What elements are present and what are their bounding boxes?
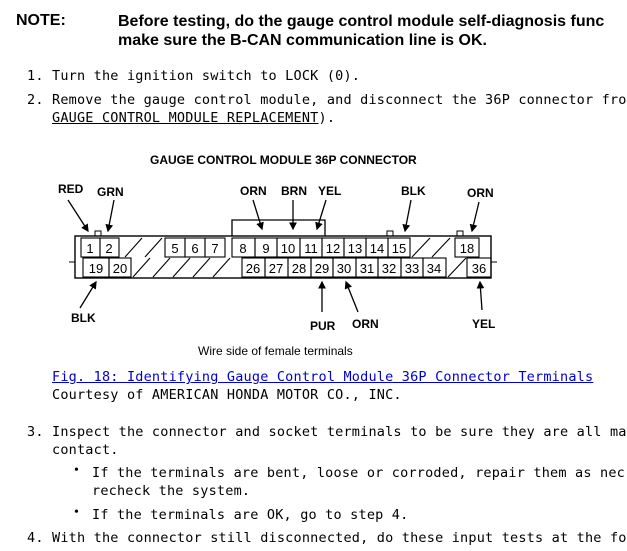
wire-label-yel-bottom: YEL — [472, 317, 495, 331]
pin-1: 1 — [86, 241, 93, 256]
pin-33: 33 — [405, 261, 419, 276]
step-3-text-line1: Inspect the connector and socket termina… — [52, 424, 627, 440]
pin-8: 8 — [239, 241, 246, 256]
bullet-2-text: If the terminals are OK, go to step 4. — [92, 507, 409, 523]
bullet-1-line1: If the terminals are bent, loose or corr… — [92, 465, 625, 481]
pin-14: 14 — [370, 241, 384, 256]
step-2-tail: ). — [318, 110, 336, 126]
pin-30: 30 — [337, 261, 351, 276]
pin-28: 28 — [292, 261, 306, 276]
pin-10: 10 — [281, 241, 295, 256]
pin-7: 7 — [211, 241, 218, 256]
connector-36p: 1 2 5 6 7 8 9 10 11 12 13 14 15 18 19 20… — [69, 219, 497, 279]
figure-18-link[interactable]: Fig. 18: Identifying Gauge Control Modul… — [52, 369, 594, 385]
step-2-link-line: GAUGE CONTROL MODULE REPLACEMENT). — [52, 110, 335, 126]
pin-20: 20 — [113, 261, 127, 276]
pin-15: 15 — [392, 241, 406, 256]
pin-5: 5 — [171, 241, 178, 256]
diagram-title: GAUGE CONTROL MODULE 36P CONNECTOR — [150, 153, 417, 167]
step-4-number: 4. — [27, 530, 44, 546]
step-3-number: 3. — [27, 424, 44, 440]
wire-label-grn: GRN — [97, 185, 124, 199]
pin-32: 32 — [382, 261, 396, 276]
pin-9: 9 — [262, 241, 269, 256]
pin-12: 12 — [326, 241, 340, 256]
bullet-dot-1: • — [74, 463, 79, 478]
note-text-line2: make sure the B-CAN communication line i… — [118, 32, 487, 49]
bullet-dot-2: • — [74, 505, 79, 520]
wire-label-orn-right: ORN — [467, 186, 494, 200]
pin-19: 19 — [89, 261, 103, 276]
gauge-control-module-replacement-link[interactable]: GAUGE CONTROL MODULE REPLACEMENT — [52, 110, 319, 126]
pin-18: 18 — [460, 241, 474, 256]
step-4-text: With the connector still disconnected, d… — [52, 530, 627, 546]
step-2-text: Remove the gauge control module, and dis… — [52, 92, 627, 108]
wire-label-yel-top: YEL — [318, 184, 341, 198]
pin-31: 31 — [360, 261, 374, 276]
wire-label-blk-top: BLK — [401, 184, 426, 198]
pin-34: 34 — [427, 261, 441, 276]
wire-label-brn: BRN — [281, 184, 307, 198]
pin-6: 6 — [191, 241, 198, 256]
note-label: NOTE: — [16, 12, 66, 29]
step-3-text-line2: contact. — [52, 442, 119, 458]
step-1-number: 1. — [27, 68, 44, 84]
connector-diagram: GAUGE CONTROL MODULE 36P CONNECTOR RED G… — [58, 153, 497, 358]
note-text-line1: Before testing, do the gauge control mod… — [118, 13, 605, 30]
diagram-caption: Wire side of female terminals — [198, 344, 353, 358]
pin-36: 36 — [472, 261, 486, 276]
step-2-number: 2. — [27, 92, 44, 108]
pin-26: 26 — [246, 261, 260, 276]
wire-label-orn-top: ORN — [240, 184, 267, 198]
pin-13: 13 — [348, 241, 362, 256]
wire-label-pur: PUR — [310, 319, 336, 333]
pin-2: 2 — [105, 241, 112, 256]
pin-11: 11 — [304, 241, 318, 256]
step-1-text: Turn the ignition switch to LOCK (0). — [52, 68, 361, 84]
pin-29: 29 — [315, 261, 329, 276]
wire-label-red: RED — [58, 182, 84, 196]
wire-label-blk-bottom: BLK — [71, 311, 96, 325]
bullet-1-line2: recheck the system. — [92, 483, 251, 499]
pin-27: 27 — [269, 261, 283, 276]
figure-courtesy: Courtesy of AMERICAN HONDA MOTOR CO., IN… — [52, 387, 402, 403]
wire-label-orn-bottom: ORN — [352, 317, 379, 331]
